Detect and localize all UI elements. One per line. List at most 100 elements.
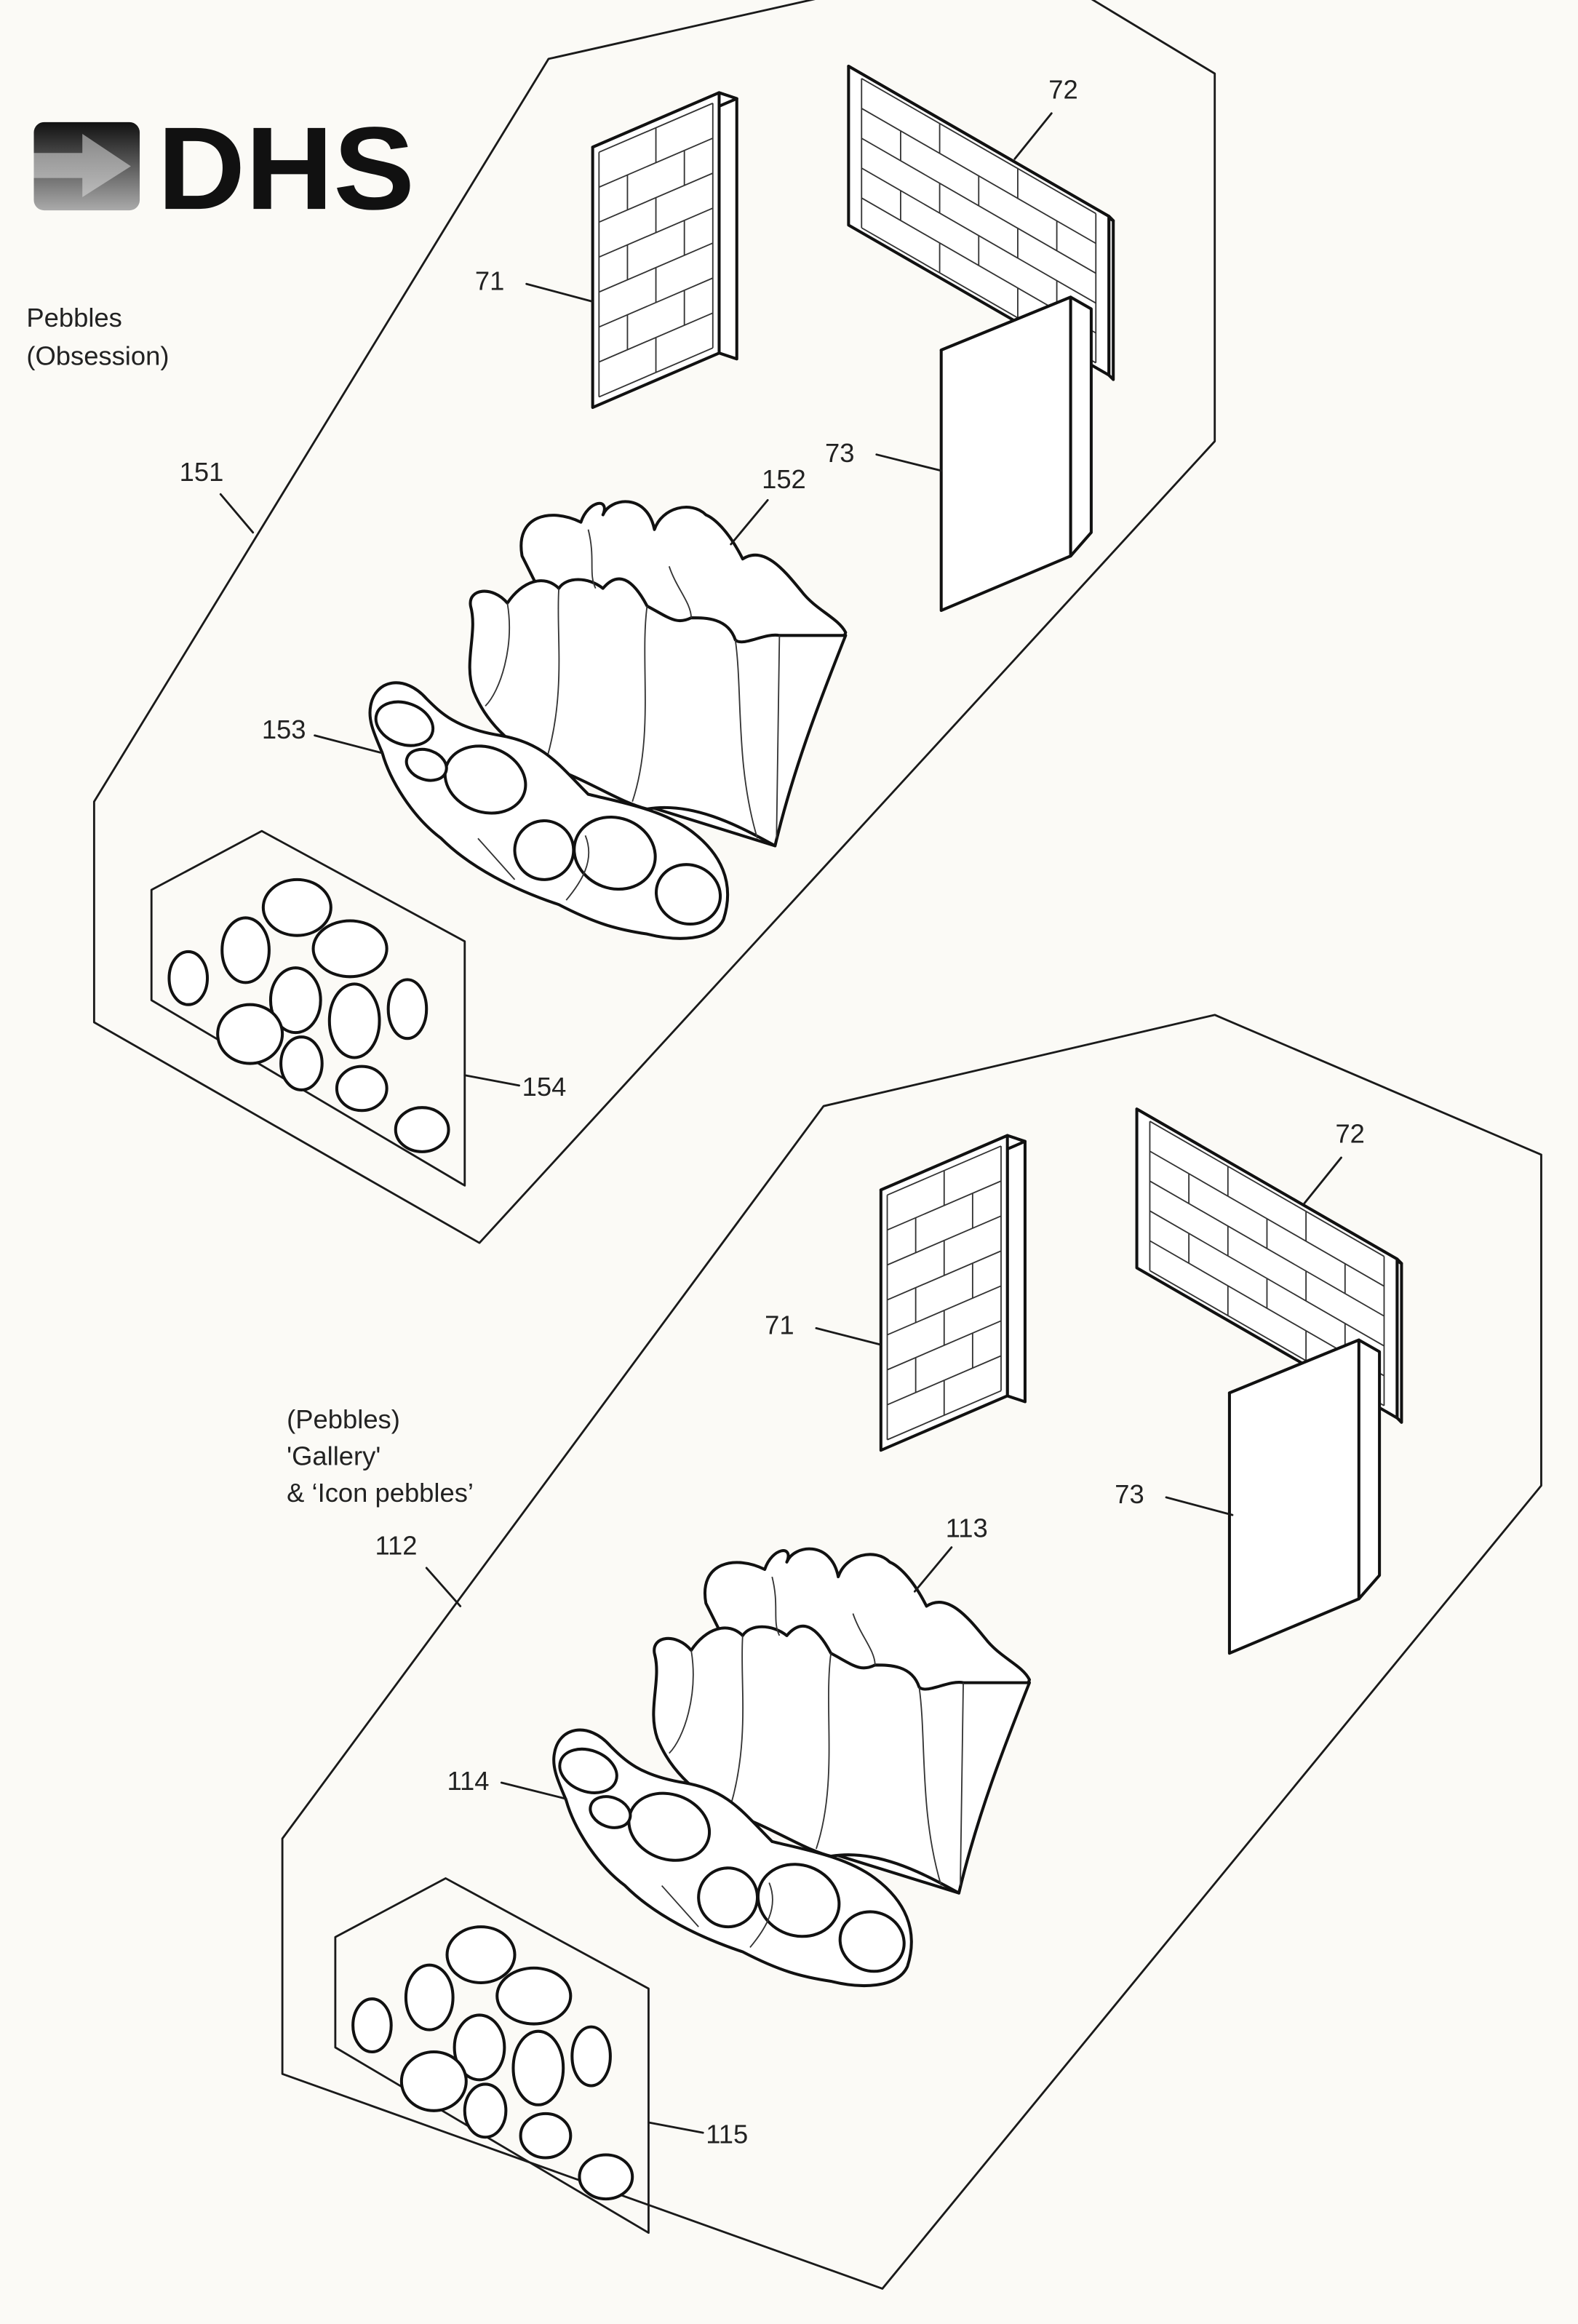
leader-line [875,453,943,472]
leader-line [425,1567,462,1607]
side-brick-panel [879,1134,1027,1452]
pebble [570,2025,612,2088]
label-ember-bed: 153 [262,715,306,744]
label-back-panel: 72 [1048,75,1077,105]
kit-bottom-caption-line2: 'Gallery' [287,1441,380,1471]
label-loose-pebbles: 154 [522,1072,567,1102]
pebble [756,1863,841,1938]
pebble [220,916,271,984]
leader-line [647,2121,704,2134]
pebble [216,1003,284,1065]
leader-line [1303,1156,1342,1205]
pebble [335,1064,388,1113]
loose-pebbles-group [150,829,466,1187]
pebble-ember-bed [368,681,730,940]
pebble [279,1035,324,1091]
label-rockery: 113 [946,1513,988,1543]
pebble [511,2029,565,2106]
pebble [445,1925,517,1984]
ember-bed-detail [477,835,590,901]
brick-pattern [1149,1121,1385,1406]
pebble [374,700,435,747]
pebble [463,2082,508,2139]
pebble [351,1997,393,2053]
pebble [654,863,722,926]
label-kit-151: 151 [180,457,224,487]
back-brick-panel [847,65,1115,381]
side-brick-panel [591,91,738,410]
leader-line [1165,1496,1234,1516]
pebble-ember-bed [552,1728,913,1987]
panel-face [879,1134,1009,1452]
kit-bottom-panels [879,1107,1403,1655]
pebble [167,950,210,1006]
kit-bottom-caption-line3: & ‘Icon pebbles’ [287,1478,474,1508]
pebble [495,1966,573,2026]
pebble [261,878,332,937]
kit-outline-bottom [281,1014,1542,2290]
label-right-panel: 73 [1115,1479,1144,1509]
panel-edge [717,91,738,361]
pebbles-box [150,829,466,1187]
pebble [513,819,575,881]
pebble [327,982,381,1059]
kit-top-caption-line1: Pebbles [26,303,121,333]
rockery-detail [669,1576,964,1886]
panel-face [591,91,721,410]
label-back-panel: 72 [1335,1119,1364,1149]
leader-line [913,1546,953,1593]
pebble [453,2013,506,2082]
panel-face [1135,1107,1399,1420]
brick-pattern [598,103,714,398]
leader-line [1013,112,1053,160]
rockery-detail [485,529,781,839]
leader-line [500,1781,567,1800]
label-ember-bed: 114 [447,1766,490,1796]
panel-face [847,65,1111,377]
pebble [697,1866,760,1929]
pebble [311,919,388,979]
leader-line [463,1074,520,1087]
label-side-panel: 71 [475,266,504,295]
right-plain-panel [1227,1338,1382,1655]
rockery-fuel-bed [652,1547,1032,1895]
pebble [386,978,429,1040]
leader-line [525,282,594,303]
pebble [519,2112,573,2160]
brick-pattern [861,78,1097,364]
rockery-fuel-bed [468,500,848,848]
leader-line [314,734,383,755]
label-right-panel: 73 [825,438,854,468]
logo-text: DHS [157,103,415,234]
label-kit-112: 112 [375,1531,417,1561]
pebble [573,815,657,891]
kit-bottom-parts [334,1547,1032,2235]
label-rockery: 152 [762,464,806,494]
pebble [589,1795,632,1829]
pebble [399,2050,468,2112]
pebble [268,966,322,1035]
leader-line [815,1327,881,1346]
right-plain-panel [939,295,1093,612]
leader-line [219,493,255,534]
kit-bottom-caption-line1: (Pebbles) [287,1404,400,1434]
ember-bed-detail [661,1882,773,1949]
back-brick-panel [1135,1107,1403,1424]
kit-top-callouts: 151 71 72 73 152 153 154 [180,75,1078,1102]
leader-line [730,498,769,546]
kit-top-parts [150,65,1115,1187]
kit-outline-top [92,0,1216,1244]
brick-pattern [886,1145,1002,1441]
dhs-logo: DHS [33,103,415,234]
kit-bottom-callouts: 112 71 72 73 113 114 115 [375,1119,1364,2149]
pebble [405,747,448,782]
pebble [558,1747,618,1794]
panel-face [1227,1338,1360,1655]
logo-arrow-icon [33,134,131,197]
pebble [578,2153,634,2201]
pebbles-box [334,1877,650,2235]
panel-edge [1005,1134,1027,1404]
pebble [838,1910,906,1973]
pebble [404,1963,455,2031]
